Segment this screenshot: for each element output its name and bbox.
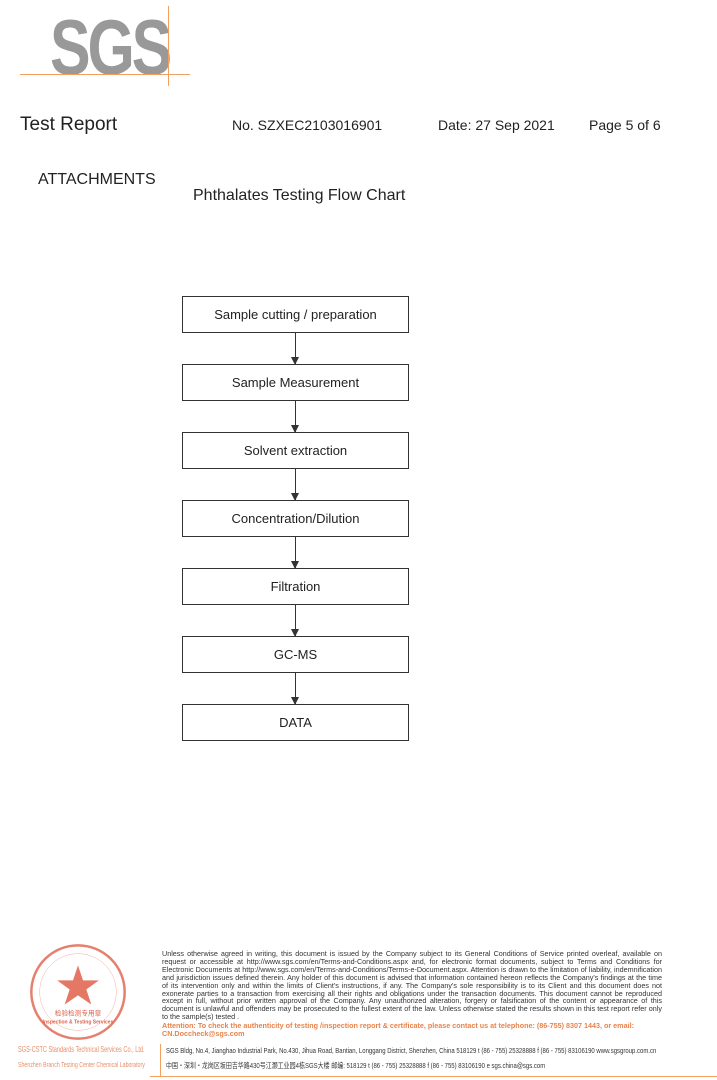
address-chinese: 中国・深圳・龙岗区坂田吉华路430号江灏工业园4栋SGS大楼 邮编: 51812… (166, 1060, 546, 1070)
flow-step: DATA (182, 704, 409, 741)
authenticity-notice: Attention: To check the authenticity of … (162, 1021, 634, 1039)
footer-text: Unless otherwise agreed in writing, this… (162, 949, 662, 1070)
flow-step: Sample Measurement (182, 364, 409, 401)
footer-rule-vertical (160, 1044, 161, 1076)
flow-arrow (291, 401, 299, 433)
svg-text:Inspection & Testing Services: Inspection & Testing Services (43, 1020, 114, 1026)
flow-step: Filtration (182, 568, 409, 605)
report-number: No. SZXEC2103016901 (232, 117, 383, 133)
page-number: Page 5 of 6 (589, 117, 661, 133)
section-heading: ATTACHMENTS (38, 171, 156, 188)
logo-rule-vertical (168, 6, 169, 86)
report-date: Date: 27 Sep 2021 (438, 117, 555, 133)
company-name-line1: SGS-CSTC Standards Technical Services Co… (18, 1045, 145, 1054)
flow-arrow (291, 605, 299, 637)
flow-step: Sample cutting / preparation (182, 296, 409, 333)
svg-text:检验检测专用章: 检验检测专用章 (55, 1008, 102, 1017)
flow-chart-title: Phthalates Testing Flow Chart (193, 187, 406, 204)
flow-step: Concentration/Dilution (182, 500, 409, 537)
legal-disclaimer: Unless otherwise agreed in writing, this… (162, 949, 662, 1022)
flow-arrow (291, 673, 299, 705)
company-seal-stamp: 检验检测专用章 Inspection & Testing Services (30, 944, 126, 1040)
footer-rule-horizontal (150, 1076, 717, 1077)
sgs-logo: SGS (50, 3, 172, 91)
flow-step: GC-MS (182, 636, 409, 673)
flow-step: Solvent extraction (182, 432, 409, 469)
address-english: SGS Bldg, No.4, Jianghao Industrial Park… (166, 1045, 657, 1055)
company-name-line2: Shenzhen Branch Testing Center Chemical … (18, 1060, 145, 1069)
logo-rule-horizontal (20, 74, 190, 75)
flow-arrow (291, 537, 299, 569)
flow-arrow (291, 469, 299, 501)
page-title: Test Report (20, 114, 118, 135)
flow-arrow (291, 333, 299, 365)
address-chinese-row: 中国・深圳・龙岗区坂田吉华路430号江灏工业园4栋SGS大楼 邮编: 51812… (162, 1055, 662, 1070)
address-english-row: SGS Bldg, No.4, Jianghao Industrial Park… (162, 1040, 662, 1055)
